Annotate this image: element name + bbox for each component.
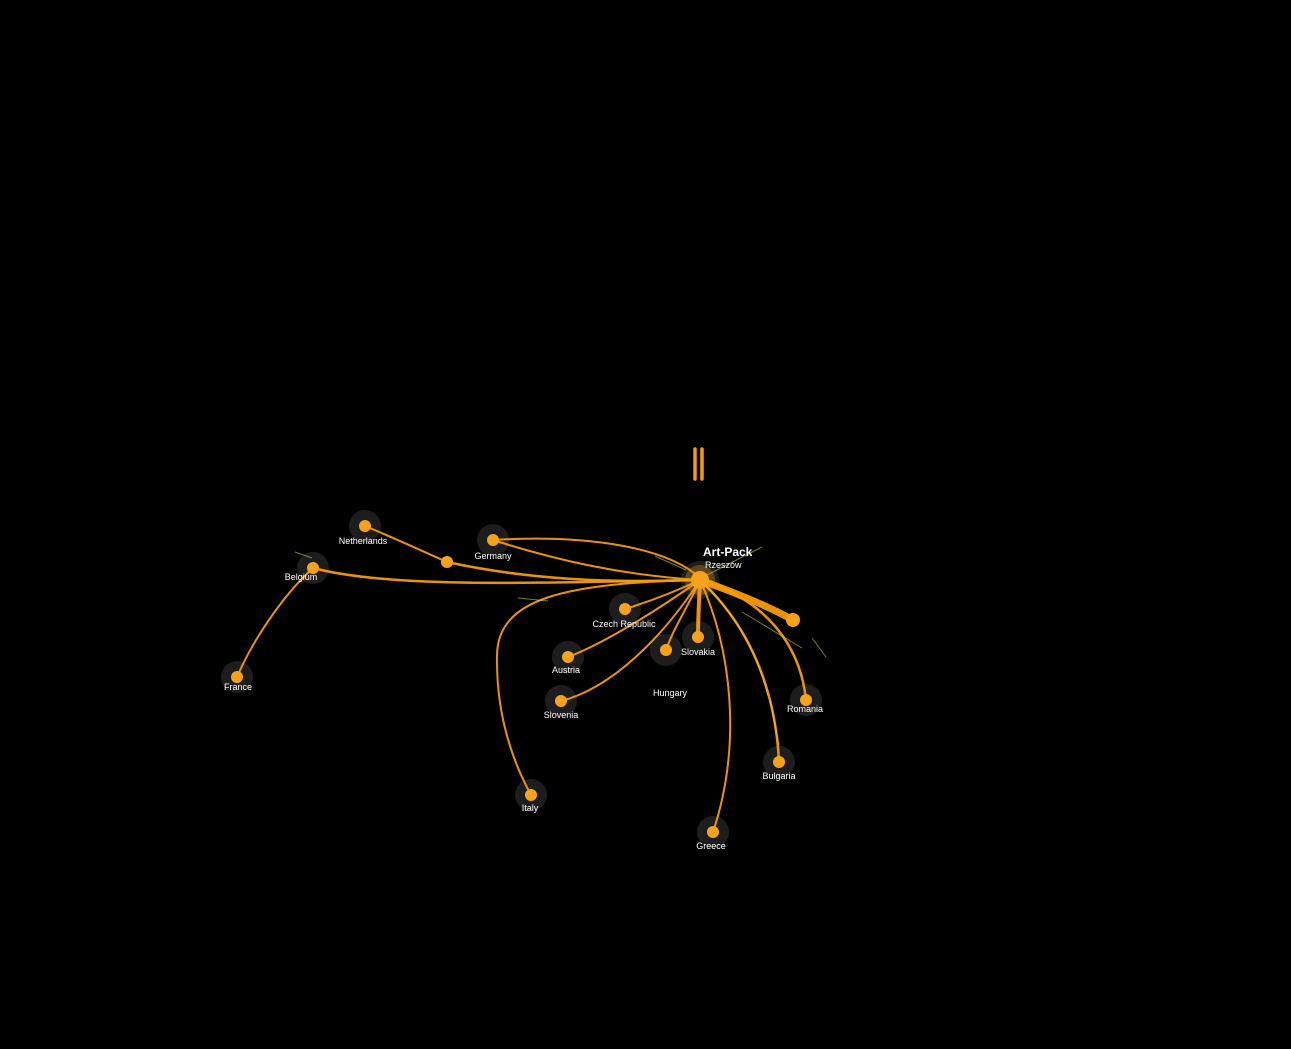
node-dot-germany[interactable] [487,534,499,546]
node-label-austria: Austria [552,665,580,675]
node-label-netherlands: Netherlands [339,536,388,546]
node-dot-romania[interactable] [800,694,812,706]
accent-route-7 [654,555,687,571]
junction-node-1 [441,556,453,568]
route-junction-hub [445,560,702,583]
node-dot-greece[interactable] [707,826,719,838]
map-node-hungary[interactable]: Hungary [653,644,688,698]
accent-route-1 [702,546,763,578]
node-dot-hungary[interactable] [660,644,672,656]
map-node-belgium[interactable]: Belgium [285,562,319,582]
node-label-hungary: Hungary [653,688,688,698]
map-node-bulgaria[interactable]: Bulgaria [762,756,796,781]
accent-route-2 [705,585,769,697]
map-node-czech-republic[interactable]: Czech Republic [592,603,656,629]
map-node-slovenia[interactable]: Slovenia [544,695,579,720]
map-node-romania[interactable]: Romania [787,694,823,714]
hub-subtitle: Rzeszów [705,560,742,570]
node-dot-netherlands[interactable] [359,520,371,532]
node-dot-slovakia[interactable] [692,631,704,643]
route-netherlands-junction [364,525,448,563]
node-dot-italy[interactable] [525,789,537,801]
route-germany-hub-low [492,539,701,581]
map-node-slovakia[interactable]: Slovakia [681,631,715,657]
node-dot-bulgaria[interactable] [773,756,785,768]
route-hub-slovenia [560,579,701,702]
node-label-slovenia: Slovenia [544,710,579,720]
hub-title: Art-Pack [703,545,753,559]
route-hub-east-trunk [696,576,797,624]
accent-route-6 [517,597,549,602]
node-dot-slovenia[interactable] [555,695,567,707]
node-label-romania: Romania [787,704,823,714]
map-node-austria[interactable]: Austria [552,651,580,675]
node-label-greece: Greece [696,841,726,851]
route-germany-hub-arc [492,537,701,579]
map-node-netherlands[interactable]: Netherlands [339,520,388,546]
node-label-germany: Germany [474,551,512,561]
node-label-bulgaria: Bulgaria [762,771,795,781]
map-node-germany[interactable]: Germany [474,534,512,561]
node-dot-france[interactable] [231,671,243,683]
node-dot-austria[interactable] [562,651,574,663]
node-label-slovakia: Slovakia [681,647,715,657]
node-label-czech-republic: Czech Republic [592,619,656,629]
route-hub-italy [495,579,701,796]
map-node-france[interactable]: France [224,671,252,692]
node-label-italy: Italy [522,803,539,813]
accent-route-5 [294,551,313,559]
junction-node-2 [786,613,800,627]
hub-dot[interactable] [691,571,709,589]
node-dot-czech-republic[interactable] [619,603,631,615]
node-label-belgium: Belgium [285,572,318,582]
accent-route-4 [811,637,827,658]
node-dot-belgium[interactable] [307,562,319,574]
route-hub-austria [567,579,701,658]
route-hub-greece [699,579,732,833]
route-france-belgium [236,567,314,678]
map-node-greece[interactable]: Greece [696,826,726,851]
accent-route-8 [741,611,803,649]
map-node-italy[interactable]: Italy [522,789,539,813]
accent-route-3 [769,699,780,746]
node-label-france: France [224,682,252,692]
